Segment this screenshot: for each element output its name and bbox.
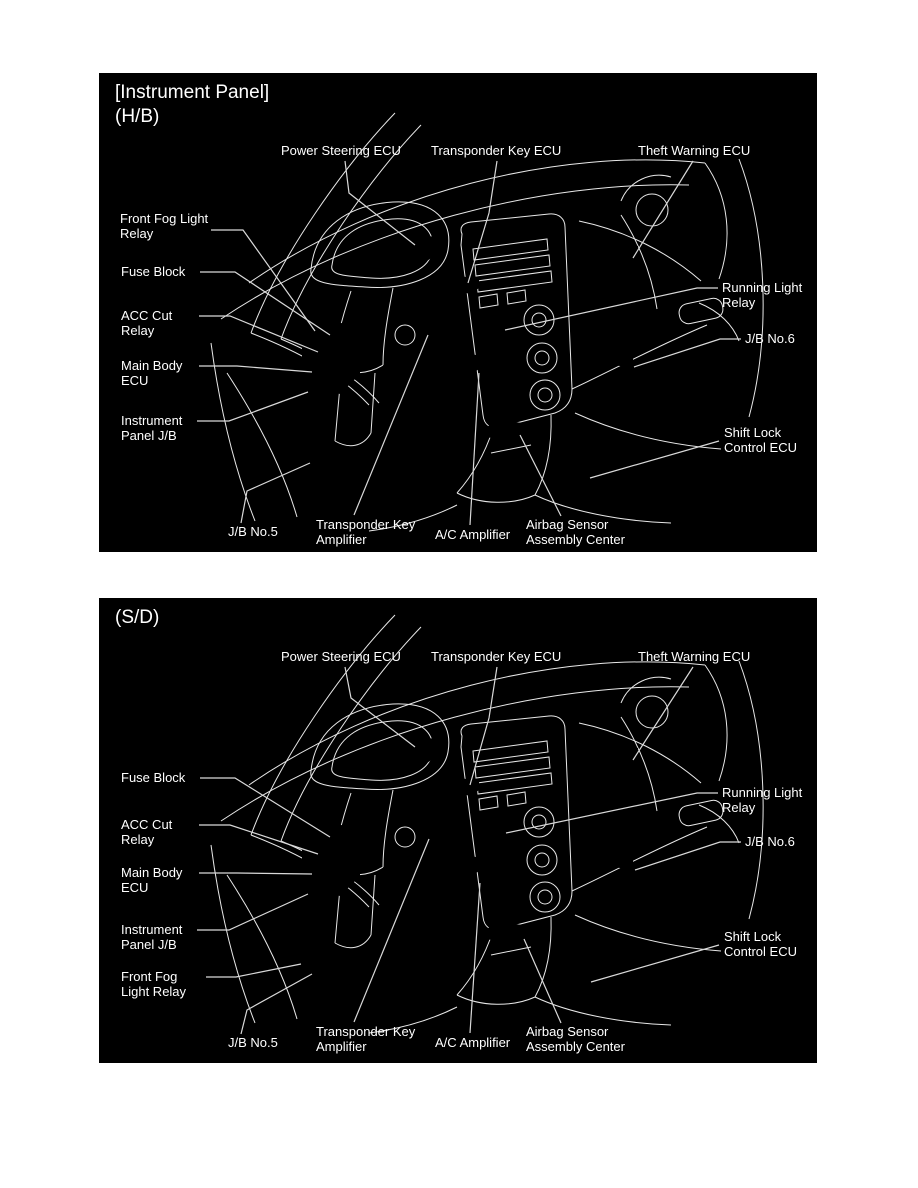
leader-jb-no6 — [634, 841, 741, 871]
leader-lines-hb — [197, 160, 741, 526]
callout-jb-no5: J/B No.5 — [228, 1035, 278, 1050]
leader-lines-sd — [197, 666, 741, 1035]
leader-airbag-sensor-assembly-center — [519, 434, 562, 517]
callout-acc-cut-relay: ACC Cut Relay — [121, 308, 173, 338]
callout-front-fog-light-relay: Front Fog Light Relay — [120, 211, 209, 241]
leader-jb-no6 — [633, 338, 741, 368]
leader-transponder-key-ecu — [467, 160, 498, 284]
panel-instrument-sd: (S/D) Power Steering ECU Transponder Key … — [99, 598, 817, 1063]
leader-instrument-panel-jb — [197, 391, 309, 422]
callout-transponder-key-ecu: Transponder Key ECU — [431, 143, 562, 158]
callout-power-steering-ecu: Power Steering ECU — [281, 143, 401, 158]
leader-fuse-block — [200, 271, 331, 336]
leader-power-steering-ecu — [344, 160, 416, 246]
leader-running-light-relay — [504, 287, 718, 331]
panel-title-sd: (S/D) — [115, 607, 160, 628]
callout-ac-amplifier: A/C Amplifier — [435, 527, 511, 542]
callout-shift-lock-control-ecu: Shift Lock Control ECU — [724, 425, 797, 455]
leader-theft-warning-ecu — [632, 160, 694, 259]
leader-transponder-key-amplifier — [353, 334, 429, 516]
leader-main-body-ecu — [199, 872, 313, 875]
leader-main-body-ecu — [199, 365, 313, 373]
callout-shift-lock-control-ecu: Shift Lock Control ECU — [724, 929, 797, 959]
callout-theft-warning-ecu: Theft Warning ECU — [638, 143, 751, 158]
callout-fuse-block: Fuse Block — [121, 770, 186, 785]
leader-front-fog-light-relay — [211, 229, 316, 332]
callout-transponder-key-amplifier: Transponder Key Amplifier — [316, 1024, 416, 1054]
callout-theft-warning-ecu: Theft Warning ECU — [638, 649, 751, 664]
panel-title-hb: [Instrument Panel] (H/B) — [115, 82, 270, 127]
callout-running-light-relay: Running Light Relay — [722, 280, 803, 310]
leader-shift-lock-control-ecu — [590, 944, 720, 983]
leader-running-light-relay — [505, 792, 718, 834]
leader-jb-no5 — [240, 973, 313, 1035]
leader-front-fog-light-relay — [206, 963, 302, 978]
leader-jb-no5 — [240, 462, 311, 524]
dashboard-illustration-hb — [197, 73, 817, 552]
callout-airbag-sensor-assembly-center: Airbag Sensor Assembly Center — [526, 517, 625, 547]
callout-jb-no5: J/B No.5 — [228, 524, 278, 539]
leader-airbag-sensor-assembly-center — [523, 938, 562, 1024]
panel-instrument-hb: [Instrument Panel] (H/B) Power Steering … — [99, 73, 817, 552]
callout-power-steering-ecu: Power Steering ECU — [281, 649, 401, 664]
leader-acc-cut-relay — [199, 315, 319, 353]
callout-transponder-key-ecu: Transponder Key ECU — [431, 649, 562, 664]
leader-transponder-key-ecu — [469, 666, 498, 786]
leader-transponder-key-amplifier — [353, 838, 430, 1023]
callout-transponder-key-amplifier: Transponder Key Amplifier — [316, 517, 416, 547]
callout-running-light-relay: Running Light Relay — [722, 785, 803, 815]
leader-instrument-panel-jb — [197, 893, 309, 931]
leader-ac-amplifier — [469, 372, 480, 526]
leader-ac-amplifier — [469, 882, 481, 1034]
callout-instrument-panel-jb: Instrument Panel J/B — [121, 413, 183, 443]
callout-fuse-block: Fuse Block — [121, 264, 186, 279]
callout-jb-no6: J/B No.6 — [745, 331, 795, 346]
leader-shift-lock-control-ecu — [589, 440, 720, 479]
callout-instrument-panel-jb: Instrument Panel J/B — [121, 922, 183, 952]
leader-fuse-block — [200, 777, 331, 838]
dashboard-illustration-sd — [197, 598, 817, 1035]
callout-ac-amplifier: A/C Amplifier — [435, 1035, 511, 1050]
leader-acc-cut-relay — [199, 824, 319, 855]
callout-front-fog-light-relay: Front Fog Light Relay — [121, 969, 187, 999]
leader-theft-warning-ecu — [632, 666, 694, 761]
leader-power-steering-ecu — [344, 666, 416, 748]
callout-main-body-ecu: Main Body ECU — [121, 865, 183, 895]
callout-main-body-ecu: Main Body ECU — [121, 358, 183, 388]
callout-airbag-sensor-assembly-center: Airbag Sensor Assembly Center — [526, 1024, 625, 1054]
callout-jb-no6: J/B No.6 — [745, 834, 795, 849]
callout-acc-cut-relay: ACC Cut Relay — [121, 817, 173, 847]
